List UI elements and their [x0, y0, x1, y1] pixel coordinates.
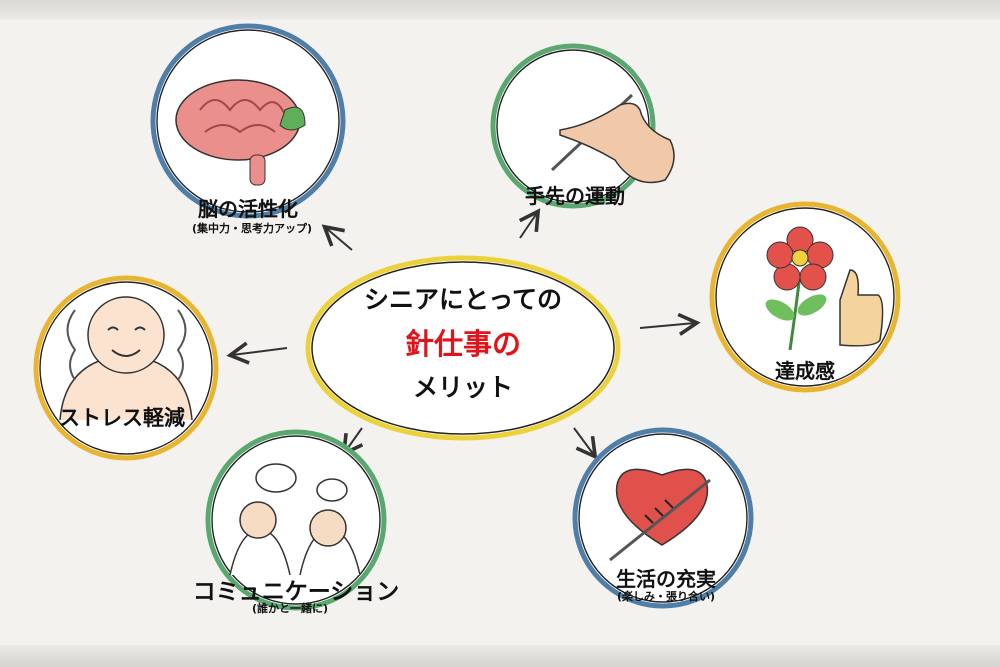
benefit-title-brain: 脳の活性化	[198, 197, 298, 221]
arrow-stress	[226, 341, 288, 365]
center-title-accent: 針仕事の	[404, 327, 522, 361]
smiling-person-icon	[59, 296, 193, 421]
arrow-brain	[321, 224, 353, 251]
benefit-title-hand: 手先の運動	[525, 184, 625, 208]
center-title: シニアにとっての 針仕事の メリット	[364, 278, 562, 410]
center-title-line1: シニアにとっての	[363, 285, 563, 314]
benefit-sub-communication: (誰かと一緒に)	[251, 602, 329, 615]
stitched-heart-icon	[609, 468, 711, 562]
brain-icon	[175, 79, 306, 186]
benefit-title-stress: ストレス軽減	[59, 406, 185, 430]
benefit-sub-brain: (集中力・思考力アップ)	[191, 222, 313, 235]
benefit-title-communication: コミュニケーション	[192, 579, 400, 605]
arrow-hand	[518, 208, 541, 239]
hand-circle	[490, 43, 656, 209]
needle-hand-icon	[550, 93, 675, 184]
whiteboard-frame-top	[0, 0, 1000, 20]
whiteboard-frame-bottom	[0, 645, 1000, 667]
arrow-achievement	[639, 312, 701, 336]
center-title-line3: メリット	[412, 373, 514, 402]
center-ring	[305, 255, 621, 441]
benefit-title-life: 生活の充実	[616, 567, 716, 591]
benefit-title-achievement: 達成感	[775, 359, 835, 383]
flower-thumbs-up-icon	[765, 226, 884, 351]
arrow-life	[573, 427, 598, 460]
talking-people-icon	[229, 463, 361, 576]
benefit-sub-life: (楽しみ・張り合い)	[616, 590, 716, 603]
